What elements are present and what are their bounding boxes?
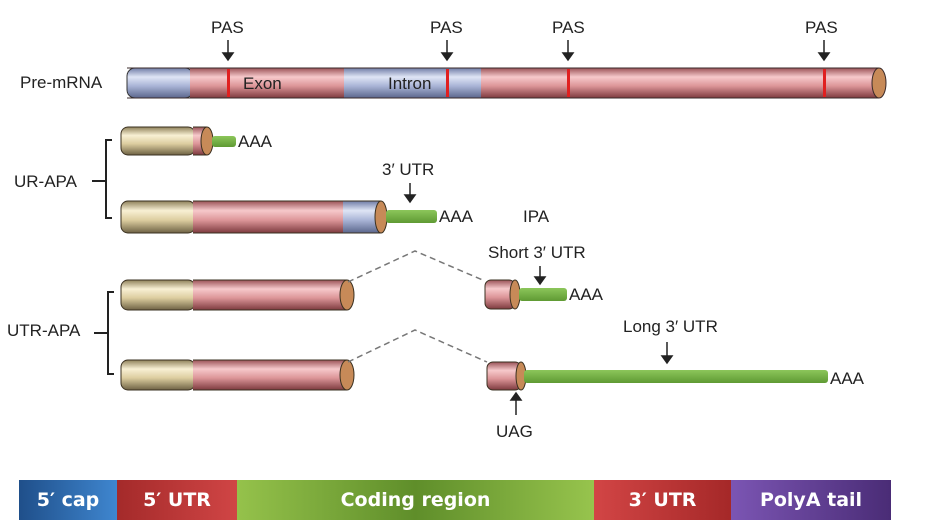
stop-codon-label: UAG — [496, 422, 533, 441]
pas-label: PAS — [805, 18, 838, 37]
pre-mrna-tube — [126, 67, 887, 99]
short-utr-arrow — [533, 266, 547, 286]
pas-label: PAS — [211, 18, 244, 37]
ur-apa-long-transcript — [120, 200, 437, 234]
polya-label: AAA — [830, 369, 865, 388]
long-utr-label: Long 3′ UTR — [623, 317, 718, 336]
legend-polya-tail: PolyA tail — [731, 480, 891, 520]
pas-label: PAS — [552, 18, 585, 37]
polya-label: AAA — [569, 285, 604, 304]
utr-apa-long-transcript — [120, 329, 828, 391]
polya-tail — [386, 210, 437, 223]
utr-apa-short-transcript — [120, 250, 567, 311]
polya-tail — [524, 370, 828, 383]
splice-line — [347, 250, 486, 283]
intron-label: Intron — [388, 74, 431, 93]
pas-label: PAS — [430, 18, 463, 37]
pas-mark — [567, 69, 570, 97]
pas-mark — [227, 69, 230, 97]
utr-arrow — [403, 183, 417, 204]
intron-segment — [126, 67, 194, 99]
pas-mark — [823, 69, 826, 97]
legend-coding-region: Coding region — [237, 480, 594, 520]
short-utr-label: Short 3′ UTR — [488, 243, 586, 262]
ur-apa-label: UR-APA — [14, 172, 78, 191]
long-utr-arrow — [660, 342, 674, 365]
polya-label: AAA — [238, 132, 273, 151]
exon-segment — [481, 68, 879, 98]
polya-tail — [212, 136, 236, 147]
exon-segment — [190, 68, 344, 98]
mrna-region-legend: 5′ cap 5′ UTR Coding region 3′ UTR PolyA… — [19, 480, 891, 520]
pas-arrows — [221, 40, 831, 62]
legend-3-utr: 3′ UTR — [594, 480, 731, 520]
pas-mark — [446, 69, 449, 97]
splice-line — [347, 329, 488, 363]
utr-label: 3′ UTR — [382, 160, 434, 179]
legend-5-cap: 5′ cap — [19, 480, 117, 520]
legend-5-utr: 5′ UTR — [117, 480, 237, 520]
intron-segment — [344, 68, 481, 98]
tube-end-cap — [871, 67, 887, 99]
exon-label: Exon — [243, 74, 282, 93]
utr-apa-label: UTR-APA — [7, 321, 81, 340]
pre-mrna-label: Pre-mRNA — [20, 73, 103, 92]
polya-tail — [519, 288, 567, 301]
ur-apa-bracket — [92, 139, 112, 219]
ipa-label: IPA — [523, 207, 550, 226]
ur-apa-short-transcript — [120, 126, 236, 156]
utr-apa-bracket — [94, 291, 114, 375]
stop-codon-arrow — [509, 391, 523, 415]
polya-label: AAA — [439, 207, 474, 226]
